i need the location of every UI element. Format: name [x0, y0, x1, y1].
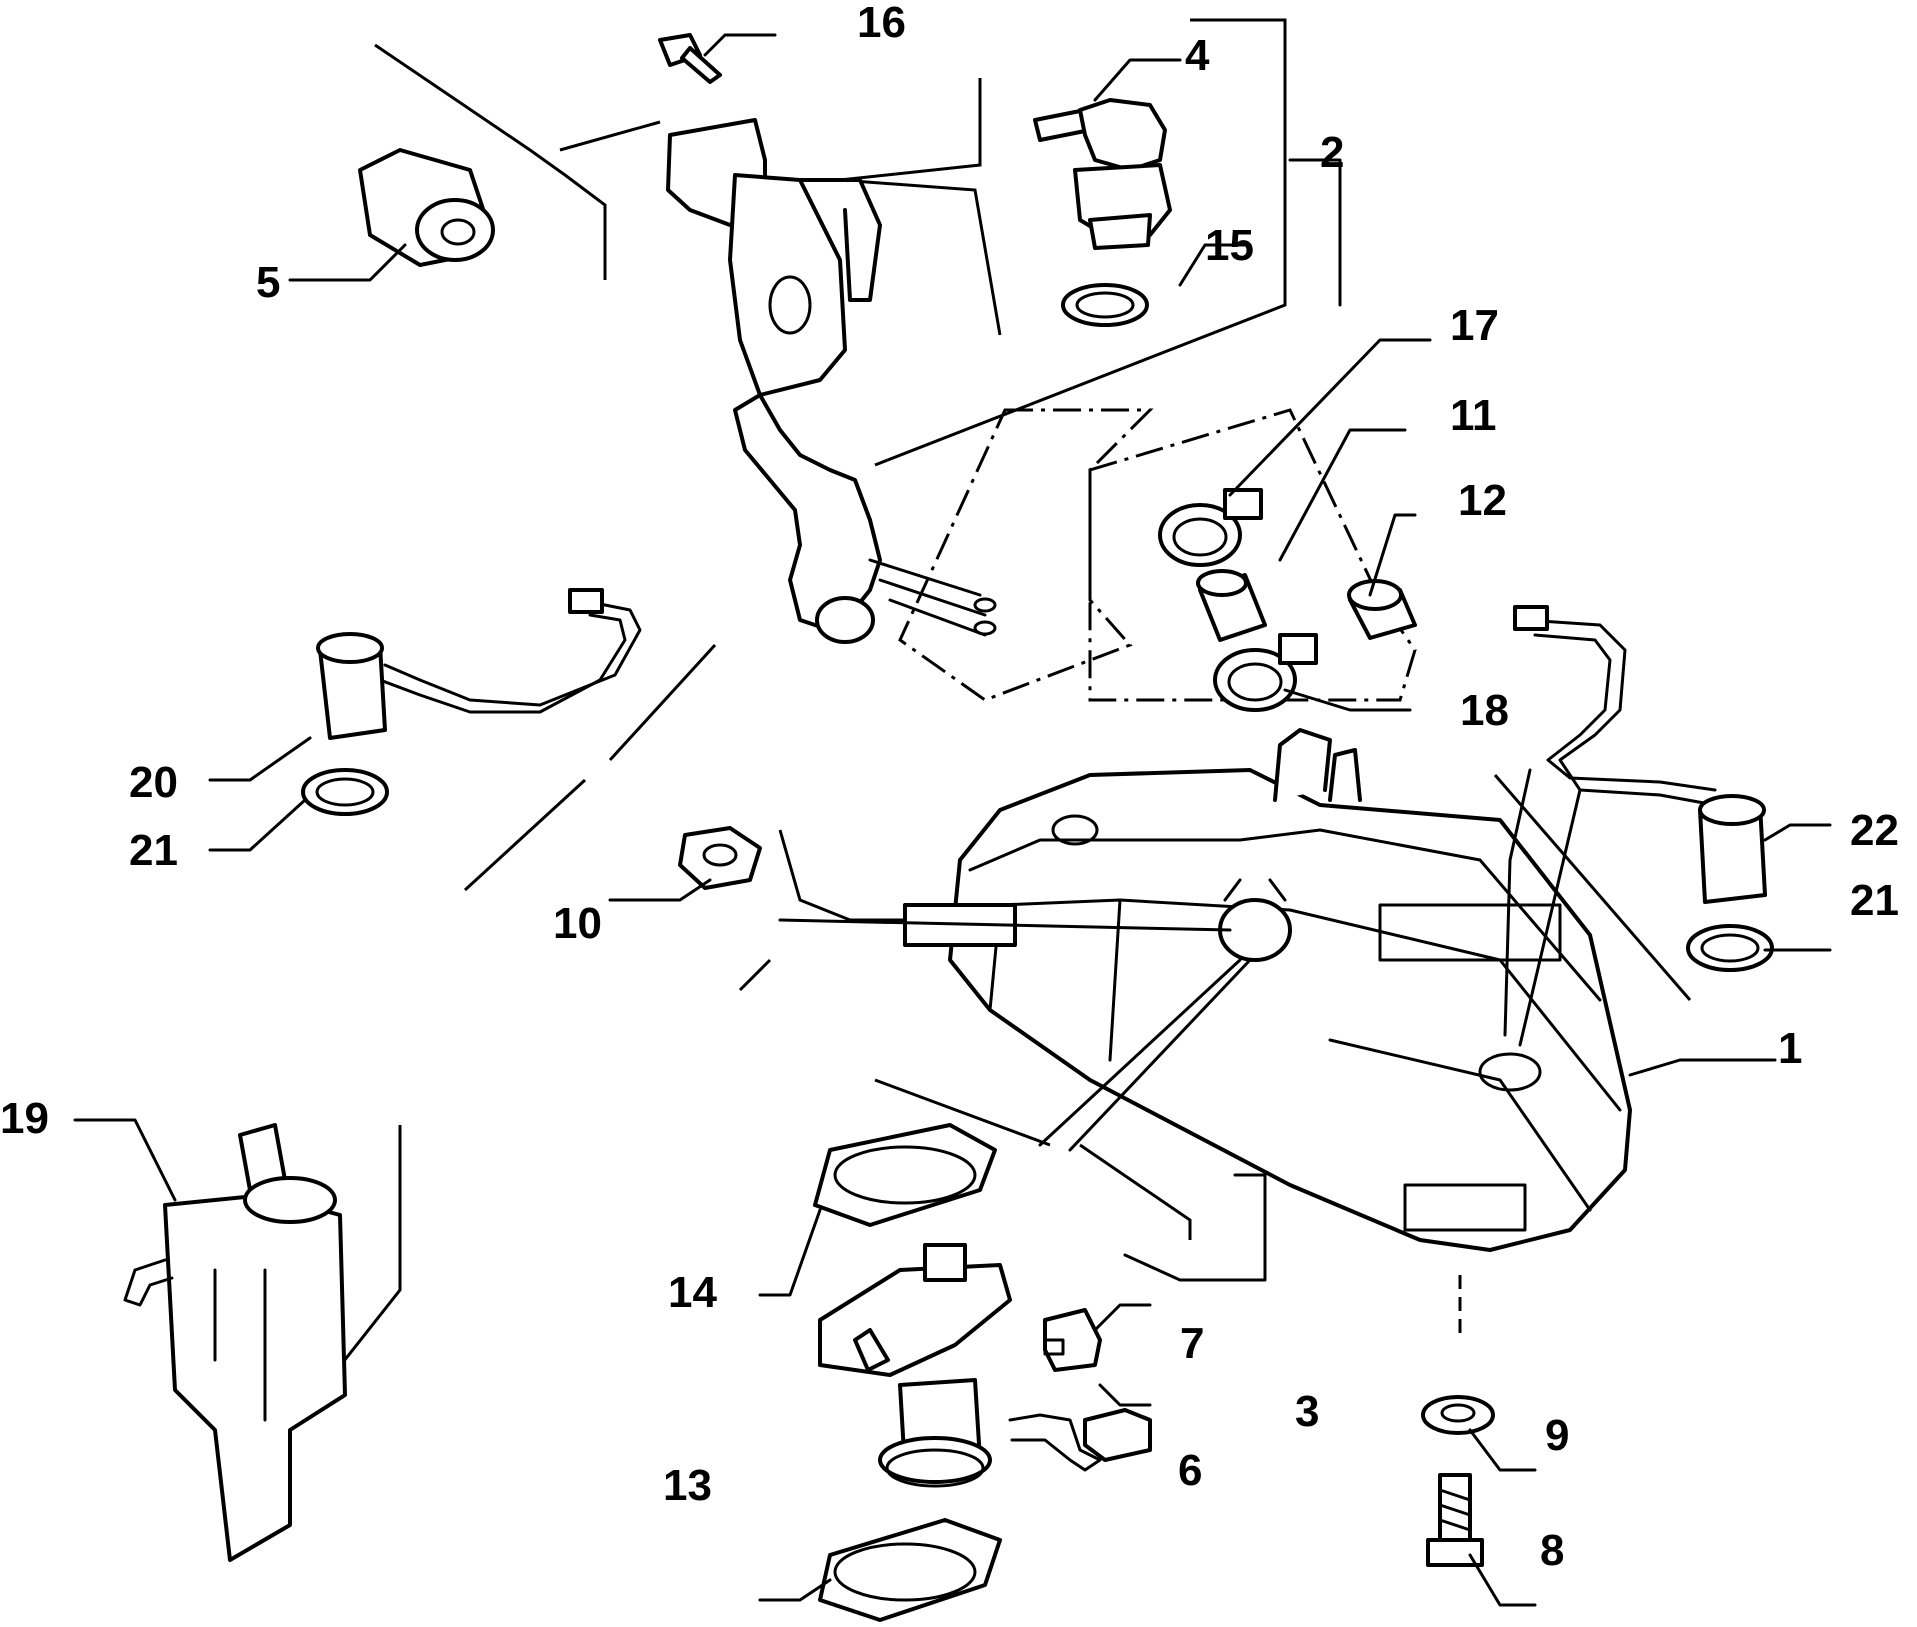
sensor-pipe-22	[1513, 605, 1767, 904]
callout-labels: 1 2 3 4 5 6 7 8 9 10 11 12 13 14 15 16 1…	[0, 0, 1899, 1575]
callout-9: 9	[1545, 1411, 1569, 1460]
callout-8: 8	[1540, 1526, 1564, 1575]
fuel-tank	[903, 728, 1632, 1252]
callout-16: 16	[857, 0, 906, 47]
callout-6: 6	[1178, 1446, 1202, 1495]
bolt-16	[658, 33, 722, 84]
callout-18: 18	[1460, 686, 1509, 735]
filler-cap	[358, 148, 495, 267]
callout-15: 15	[1205, 221, 1254, 270]
sensor-pipe-20	[316, 588, 642, 740]
callout-13: 13	[663, 1461, 712, 1510]
callout-19: 19	[0, 1094, 49, 1143]
callout-20: 20	[129, 758, 178, 807]
seal-ring-15	[1061, 283, 1149, 327]
callout-10: 10	[553, 899, 602, 948]
gasket-13	[818, 1518, 1002, 1622]
callout-4: 4	[1185, 31, 1210, 80]
pressure-valve	[1033, 98, 1172, 250]
callout-22: 22	[1850, 806, 1899, 855]
washer-9	[1421, 1395, 1495, 1435]
callout-3: 3	[1295, 1387, 1319, 1436]
fuel-pump-module-3	[818, 1243, 1012, 1488]
callout-11: 11	[1450, 391, 1497, 440]
callout-12: 12	[1458, 476, 1507, 525]
nut-10	[678, 826, 762, 890]
filler-neck-assembly	[666, 118, 997, 644]
callout-2: 2	[1320, 128, 1344, 177]
callout-21-right: 21	[1850, 876, 1899, 925]
bracket-unit-19	[123, 1123, 347, 1562]
hose-routing-outline	[898, 408, 1417, 702]
seal-ring-21-left	[301, 768, 389, 816]
leader-lines	[73, 33, 1832, 1607]
gasket-14	[813, 1123, 997, 1227]
callout-21-left: 21	[129, 826, 178, 875]
callout-7: 7	[1180, 1319, 1204, 1368]
callout-14: 14	[668, 1268, 717, 1317]
grommet-12	[1347, 579, 1417, 640]
bolt-8	[1426, 1473, 1484, 1567]
connector-7	[1043, 1308, 1102, 1372]
callout-5: 5	[256, 258, 280, 307]
hose-clamp-18	[1213, 633, 1318, 712]
harness-6	[1008, 1408, 1152, 1472]
hose-sleeve-11	[1196, 569, 1267, 642]
seal-ring-21-right	[1686, 924, 1774, 972]
hose-clamp-17	[1158, 488, 1263, 567]
callout-17: 17	[1450, 301, 1499, 350]
callout-1: 1	[1778, 1024, 1802, 1073]
